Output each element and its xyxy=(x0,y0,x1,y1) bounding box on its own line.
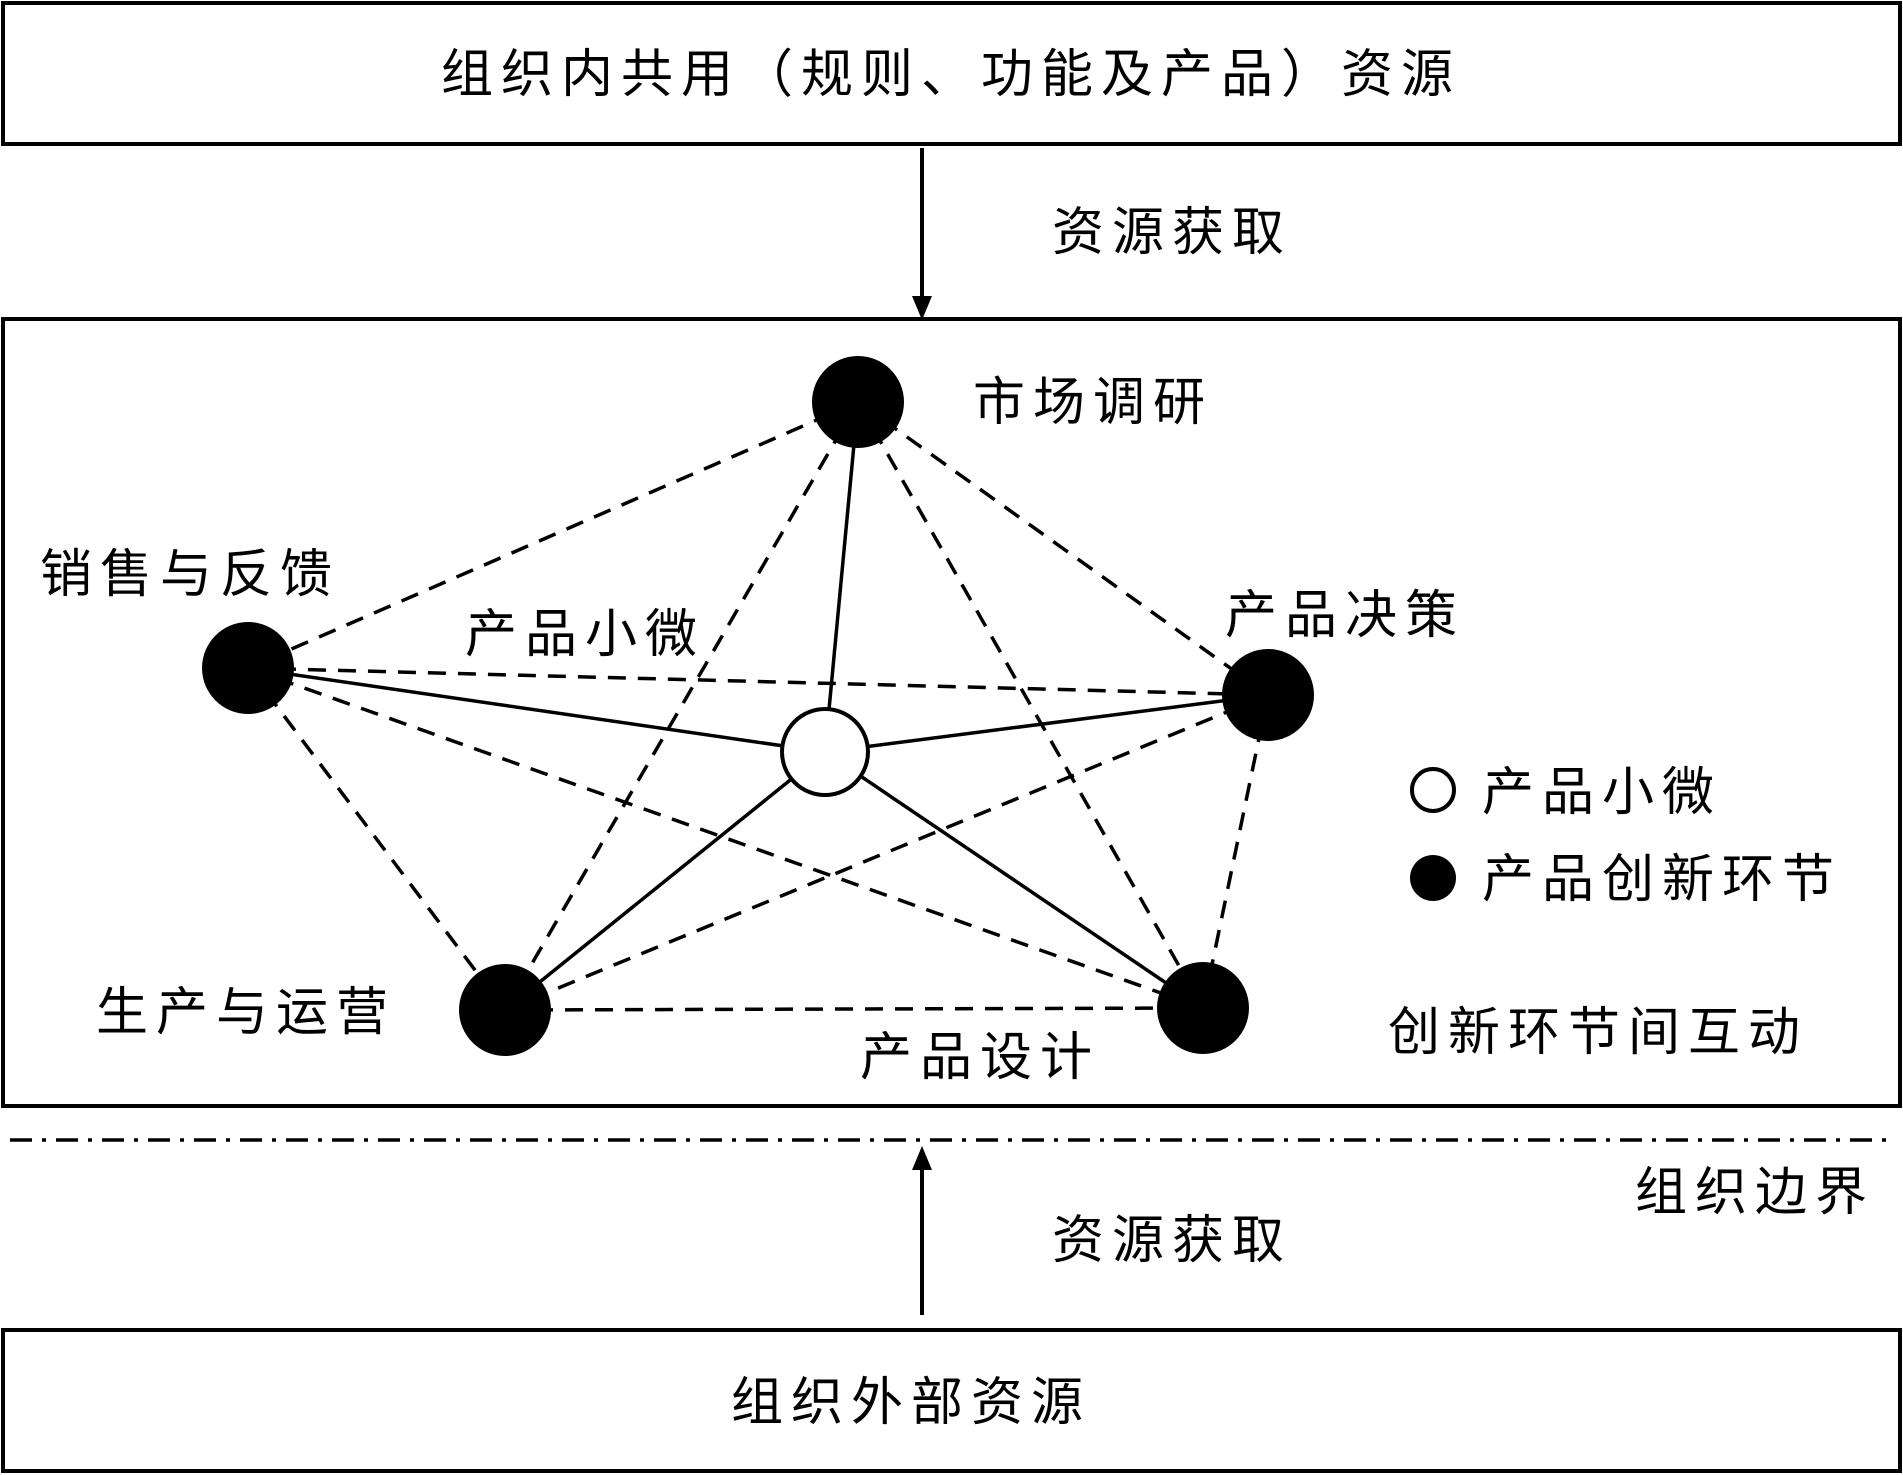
external-resources-label: 组织外部资源 xyxy=(731,1373,1091,1433)
edge-market-sales xyxy=(247,400,859,670)
edge-center-sales xyxy=(247,666,826,754)
node-market-research xyxy=(812,356,904,448)
top-arrow-label: 资源获取 xyxy=(1052,203,1292,263)
edge-center-market xyxy=(823,401,860,753)
bottom-arrow-head xyxy=(912,1146,932,1170)
node-product-microenterprise xyxy=(780,707,870,797)
innovation-interactions xyxy=(246,400,1270,1012)
external-resources-box xyxy=(1,1328,1902,1473)
node-product-decision xyxy=(1222,649,1314,741)
label-market-research: 市场调研 xyxy=(973,373,1213,433)
bottom-arrow-label: 资源获取 xyxy=(1052,1211,1292,1271)
label-product-microenterprise: 产品小微 xyxy=(465,605,705,665)
label-production-operation: 生产与运营 xyxy=(96,983,396,1043)
node-sales-feedback xyxy=(202,622,294,714)
legend-hollow-label: 产品小微 xyxy=(1482,763,1722,823)
edge-market-design xyxy=(856,401,1205,1009)
interaction-caption: 创新环节间互动 xyxy=(1388,1003,1808,1063)
edge-decision-production xyxy=(504,693,1269,1012)
node-production-operation xyxy=(459,964,551,1056)
edge-production-design xyxy=(504,1006,1204,1012)
label-sales-feedback: 销售与反馈 xyxy=(40,545,340,605)
edge-market-production xyxy=(503,401,860,1011)
edge-market-decision xyxy=(856,400,1270,697)
edge-sales-decision xyxy=(247,666,1269,697)
organization-box xyxy=(1,317,1902,1108)
node-product-design xyxy=(1157,962,1249,1054)
edge-center-production xyxy=(503,750,827,1012)
legend-hollow-marker xyxy=(1410,767,1456,813)
legend-filled-marker xyxy=(1410,855,1456,901)
edge-decision-design xyxy=(1201,694,1270,1009)
label-product-decision: 产品决策 xyxy=(1225,586,1465,646)
center-connections xyxy=(247,401,1269,1012)
edge-sales-design xyxy=(247,666,1204,1010)
organization-boundary-label: 组织边界 xyxy=(1635,1163,1875,1223)
internal-resources-box xyxy=(1,1,1902,146)
edge-center-decision xyxy=(824,693,1269,754)
edge-sales-production xyxy=(246,666,507,1012)
legend-filled-label: 产品创新环节 xyxy=(1482,850,1842,910)
top-arrow-head xyxy=(912,296,932,320)
internal-resources-label: 组织内共用（规则、功能及产品）资源 xyxy=(441,45,1461,105)
legend: 产品小微 产品创新环节 xyxy=(1410,763,1842,910)
label-product-design: 产品设计 xyxy=(860,1028,1100,1088)
edge-center-design xyxy=(824,750,1204,1010)
